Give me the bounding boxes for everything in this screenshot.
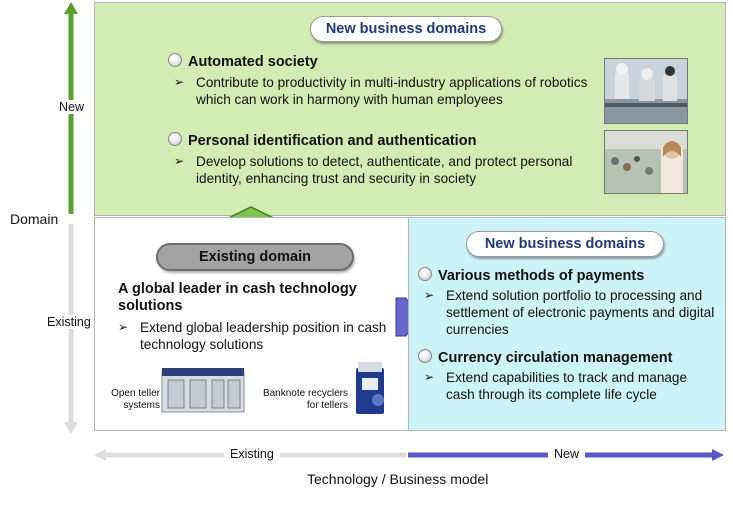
x-axis-title: Technology / Business model bbox=[307, 471, 489, 487]
payments-body: Extend solution portfolio to processing … bbox=[446, 288, 715, 337]
arrow-bullet-icon: ➢ bbox=[424, 370, 435, 384]
automated-society-item: Automated society ➢ Contribute to produc… bbox=[168, 53, 598, 108]
radio-bullet-icon bbox=[168, 132, 182, 146]
currency-circulation-item: Currency circulation management ➢ Extend… bbox=[418, 349, 718, 403]
top-pill-label: New business domains bbox=[310, 16, 502, 42]
existing-domain-pill: Existing domain bbox=[156, 243, 354, 271]
robot-image-icon bbox=[605, 59, 687, 123]
banknote-recycler-image bbox=[356, 362, 384, 414]
global-leader-heading: A global leader in cash technology solut… bbox=[118, 281, 357, 314]
identification-item: Personal identification and authenticati… bbox=[168, 132, 600, 187]
identification-heading: Personal identification and authenticati… bbox=[188, 133, 477, 149]
existing-domain-arrow bbox=[64, 224, 78, 434]
y-axis-existing-label: Existing bbox=[46, 315, 92, 329]
currency-circulation-body: Extend capabilities to track and manage … bbox=[446, 370, 688, 402]
vertical-axis bbox=[64, 2, 78, 434]
global-leader-body: Extend global leadership position in cas… bbox=[140, 320, 387, 352]
x-axis-new-label: New bbox=[548, 447, 586, 461]
horizontal-axis bbox=[94, 449, 724, 461]
y-axis-title: Domain bbox=[8, 211, 61, 227]
radio-bullet-icon bbox=[418, 349, 432, 363]
global-leader-item: A global leader in cash technology solut… bbox=[118, 281, 390, 353]
identification-body: Develop solutions to detect, authenticat… bbox=[196, 154, 573, 186]
arrow-bullet-icon: ➢ bbox=[174, 154, 185, 168]
automated-society-body: Contribute to productivity in multi-indu… bbox=[196, 75, 588, 107]
open-teller-systems-image bbox=[161, 368, 245, 413]
open-teller-systems-label: Open teller systems bbox=[111, 388, 160, 411]
arrow-bullet-icon: ➢ bbox=[118, 320, 129, 334]
payments-item: Various methods of payments ➢ Extend sol… bbox=[418, 267, 718, 338]
arrow-bullet-icon: ➢ bbox=[174, 75, 185, 89]
arrow-bullet-icon: ➢ bbox=[424, 288, 435, 302]
radio-bullet-icon bbox=[418, 267, 432, 281]
right-pill-label: New business domains bbox=[466, 231, 664, 257]
banknote-recyclers-label: Banknote recyclers for tellers bbox=[262, 388, 348, 411]
automated-society-heading: Automated society bbox=[188, 54, 318, 70]
payments-heading: Various methods of payments bbox=[438, 268, 645, 284]
radio-bullet-icon bbox=[168, 53, 182, 67]
robotics-photo bbox=[604, 58, 688, 124]
y-axis-new-label: New bbox=[58, 100, 86, 114]
crowd-image-icon bbox=[605, 131, 687, 193]
currency-circulation-heading: Currency circulation management bbox=[438, 350, 673, 366]
x-axis-existing-label: Existing bbox=[224, 447, 280, 461]
authentication-photo bbox=[604, 130, 688, 194]
